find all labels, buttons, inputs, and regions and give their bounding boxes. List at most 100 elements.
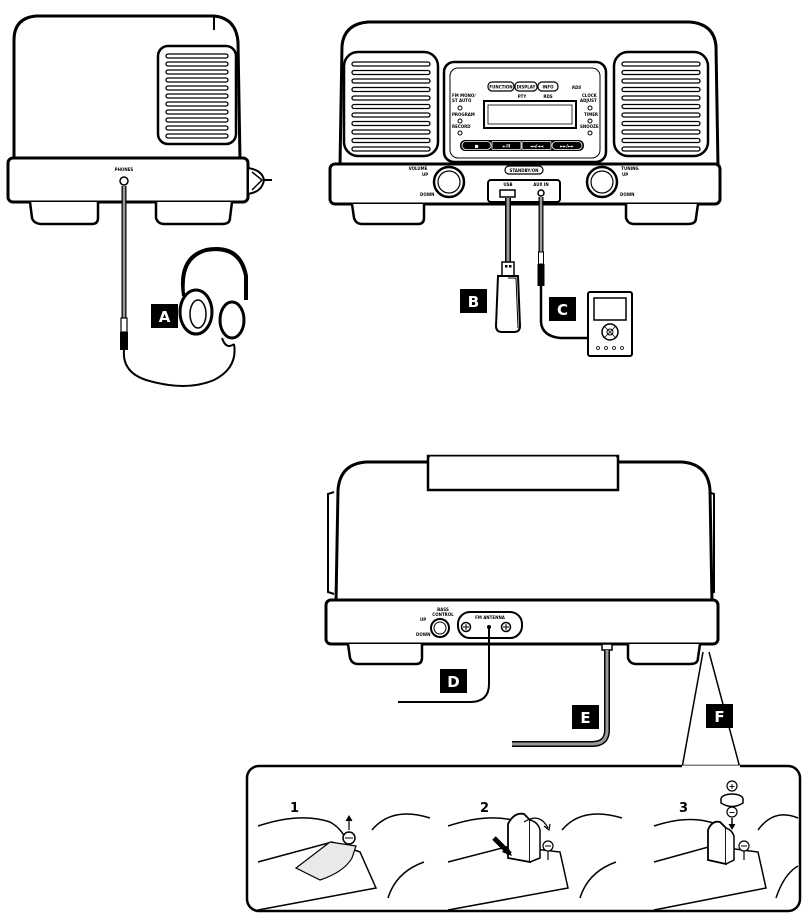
grille-slot [621,69,701,76]
bass-down-label: DOWN [416,632,430,637]
grille-slot [165,101,229,107]
step-1-number: 1 [290,801,299,816]
bass-up-label: UP [420,617,426,622]
media-player-icon [587,291,633,357]
battery-detail-panel: 1 2 [245,764,802,913]
timer-button[interactable] [587,118,593,124]
grille-slot [621,78,701,84]
grille-slot [165,125,229,131]
usb-port [499,189,516,198]
side-grille [156,44,238,146]
aux-cable [537,197,594,340]
grille-slot [621,120,701,127]
tuning-down-label: DOWN [620,192,634,197]
skip-forward-button[interactable] [551,141,583,150]
svg-text:►►/►►: ►►/►► [560,144,575,149]
snooze-label: SNOOZE [580,124,599,129]
power-cord [512,650,610,747]
program-button[interactable] [457,118,463,124]
arrow-up-icon [345,815,353,822]
record-button[interactable] [457,130,463,136]
pty-label: PTY [518,94,527,99]
svg-text:INFO: INFO [543,85,555,90]
rds-logo: RDS [572,85,581,90]
step-3-illustration: 3 + − [653,780,799,911]
control-label: CONTROL [432,612,454,617]
program-label: PROGRAM [452,112,475,117]
grille-slot [621,61,701,67]
step-2-illustration: 2 [447,801,623,911]
arrow-down-icon [728,824,736,830]
rotate-arrow-icon [523,817,549,829]
grille-slot [351,112,431,118]
front-view-unit: FUNCTION DISPLAY INFO RDS PTY RDS FM MON… [328,20,722,226]
aux-in-jack [537,189,545,197]
grille-slot [165,53,229,59]
volume-up-label: UP [422,172,428,177]
phones-jack [119,176,129,186]
grille-slot [351,69,431,76]
badge-e: E [572,705,599,729]
rds-label: RDS [543,94,552,99]
clock-adjust-button[interactable] [587,105,593,111]
grille-slot [165,77,229,83]
volume-down-label: DOWN [420,192,434,197]
info-button[interactable]: INFO [537,81,559,92]
grille-slot [165,85,229,91]
svg-text:STANDBY/ON: STANDBY/ON [510,168,539,173]
badge-a: A [151,304,178,328]
svg-text:FUNCTION: FUNCTION [489,85,512,90]
grille-slot [621,146,701,152]
svg-text:■: ■ [475,144,479,149]
grille-slot [621,86,701,93]
grille-slot [165,93,229,99]
display-button[interactable]: DISPLAY [514,81,538,92]
tuning-label: TUNING [621,166,638,171]
svg-text:DISPLAY: DISPLAY [517,85,536,90]
rear-view-unit: BASS CONTROL UP DOWN FM ANTENNA [324,454,720,666]
svg-text:◄◄/◄◄: ◄◄/◄◄ [530,144,545,149]
play-pause-button[interactable] [491,141,522,150]
badge-b: B [460,289,487,313]
grille-slot [621,137,701,144]
fm-antenna-label: FM ANTENNA [475,615,506,620]
fm-mono-label: FM MONO/ [452,93,476,98]
fm-mono-button[interactable] [457,105,463,111]
svg-text:A: A [159,308,171,326]
front-right-grille [612,50,710,158]
grille-slot [165,69,229,75]
timer-label: TIMER [584,112,598,117]
svg-text:►/II: ►/II [503,144,511,149]
grille-slot [351,86,431,93]
usb-stick-icon [494,198,522,333]
bass-control-knob[interactable] [430,618,450,638]
skip-back-button[interactable] [521,141,552,150]
badge-f: F [706,704,733,728]
side-view-unit: PHONES [6,14,272,226]
coin-battery-icon: + − [720,780,744,830]
badge-d: D [440,669,467,693]
volume-label: VOLUME [409,166,428,171]
grille-slot [621,103,701,110]
standby-button[interactable]: STANDBY/ON [504,165,544,175]
function-button[interactable]: FUNCTION [487,81,515,92]
grille-slot [165,117,229,123]
volume-knob[interactable] [432,165,466,199]
record-label: RECORD [452,124,471,129]
grille-slot [351,95,431,101]
transport-bar: ■ ►/II ◄◄/◄◄ ►►/►► [460,140,584,151]
plus-sign: + [729,782,736,791]
svg-text:B: B [468,293,479,311]
step-1-illustration: 1 [257,801,431,911]
snooze-button[interactable] [587,130,593,136]
grille-slot [351,129,431,135]
grille-slot [351,146,431,152]
fm-antenna-wire [398,627,490,703]
grille-slot [165,109,229,115]
bass-label: BASS [437,607,449,612]
stop-button[interactable] [461,141,492,150]
phones-label: PHONES [115,167,134,172]
tuning-knob[interactable] [585,165,619,199]
step-3-number: 3 [679,801,688,816]
